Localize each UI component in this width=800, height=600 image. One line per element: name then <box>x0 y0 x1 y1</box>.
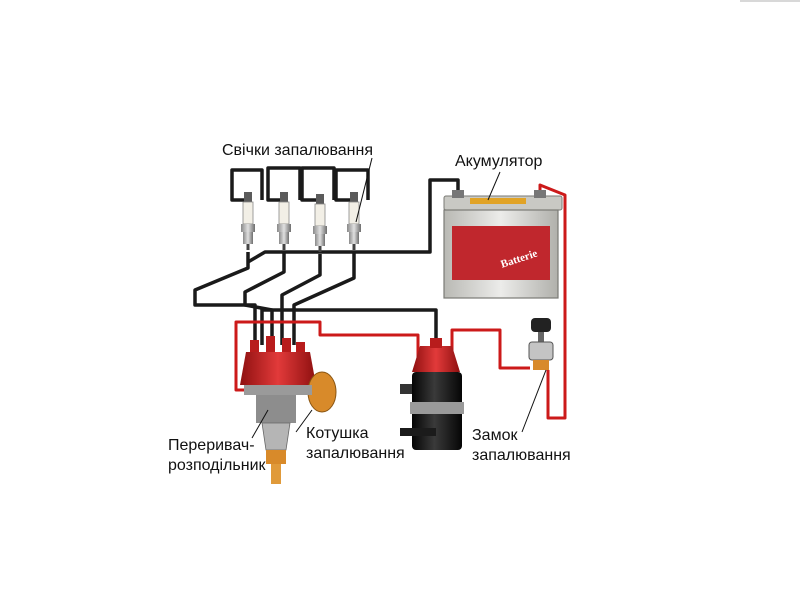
distributor-shaft-end <box>271 464 281 484</box>
leader-coil <box>295 409 313 433</box>
spark-plug-1 <box>241 192 255 250</box>
spark-plugs <box>241 192 361 252</box>
ignition-switch <box>528 318 554 370</box>
ignition-key-head <box>531 318 551 332</box>
lt-wires <box>234 183 567 420</box>
battery-cell-caps <box>470 198 526 204</box>
ht-wire-plug-4 <box>334 168 370 202</box>
label-distributor: Переривач- розподільник <box>168 436 266 476</box>
label-switch-line2: запалювання <box>472 447 571 464</box>
ignition-terminals <box>533 360 549 370</box>
lt-wire-coil-to-distributor <box>234 320 420 392</box>
label-switch-line1: Замок <box>472 427 518 444</box>
ht-wire-plug-1-drop <box>193 252 257 345</box>
spark-plug-3 <box>313 194 327 252</box>
lt-wire-battery-to-switch <box>538 183 567 420</box>
spark-plug-2 <box>277 192 291 250</box>
ht-wire-plug-4-drop <box>292 252 356 345</box>
leader-battery <box>487 171 501 201</box>
label-distributor-line1: Переривач- <box>168 437 255 454</box>
ht-wire-coil-to-distributor <box>260 308 438 350</box>
ht-wire-plug-2 <box>266 166 302 202</box>
distributor-cap-tower-3 <box>282 338 291 354</box>
battery-terminal-negative <box>452 190 464 198</box>
ignition-lock-body <box>528 341 554 361</box>
distributor-body <box>256 395 296 423</box>
top-right-edge-mark <box>740 0 800 2</box>
ht-wire-plug-3 <box>300 166 336 202</box>
distributor-cap <box>240 352 316 385</box>
battery: Batterie <box>443 190 563 299</box>
label-ignition-coil: Котушка запалювання <box>306 424 405 464</box>
distributor-clamp <box>244 385 312 395</box>
coil-cap <box>412 346 460 372</box>
label-ignition-switch: Замок запалювання <box>472 426 571 466</box>
label-coil-line1: Котушка <box>306 425 369 442</box>
ht-wire-plug-3-drop <box>280 254 322 345</box>
leader-switch <box>521 369 547 433</box>
label-battery: Акумулятор <box>455 153 543 170</box>
ignition-coil <box>400 338 464 450</box>
leader-lines <box>251 157 547 439</box>
distributor-drive-gear <box>266 450 286 464</box>
spark-plug-4 <box>347 192 361 250</box>
distributor <box>240 336 337 484</box>
coil-tower <box>430 338 442 348</box>
coil-band <box>410 402 464 414</box>
ht-wire-plug-2-drop <box>243 252 286 345</box>
coil-bracket <box>400 384 412 394</box>
ht-wires <box>193 166 460 350</box>
distributor-cap-tower-4 <box>296 342 305 356</box>
distributor-vacuum-unit <box>307 371 337 413</box>
lt-wire-switch-to-coil <box>450 328 530 370</box>
label-coil-line2: запалювання <box>306 445 405 462</box>
ht-wire-ground <box>247 178 460 264</box>
battery-terminal-positive <box>534 190 546 198</box>
distributor-cap-tower-2 <box>266 336 275 352</box>
ht-wire-plug-1 <box>230 168 264 202</box>
leader-spark-plugs <box>355 157 373 223</box>
coil-mount-arm <box>400 428 436 436</box>
distributor-cap-tower-1 <box>250 340 259 354</box>
ignition-key-blade <box>538 332 544 342</box>
battery-label-panel <box>452 226 550 280</box>
label-spark-plugs: Свічки запалювання <box>222 142 374 159</box>
leader-distributor <box>251 409 269 439</box>
label-distributor-line2: розподільник <box>168 457 266 474</box>
distributor-shaft-housing <box>261 422 291 451</box>
